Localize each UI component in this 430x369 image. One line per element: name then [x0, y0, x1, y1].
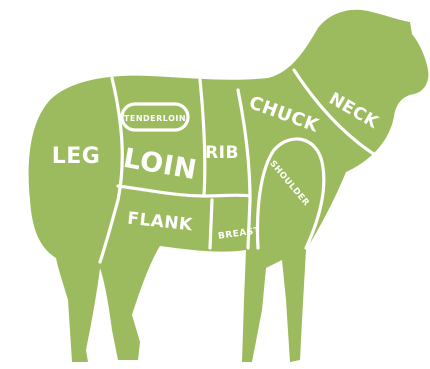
cut-label-leg: LEG — [52, 144, 101, 169]
cut-label-tenderloin: TENDERLOIN — [124, 114, 186, 123]
cut-label-rib: RIB — [205, 143, 239, 163]
lamb-silhouette — [29, 10, 429, 362]
flank-breast-divider — [210, 200, 212, 248]
